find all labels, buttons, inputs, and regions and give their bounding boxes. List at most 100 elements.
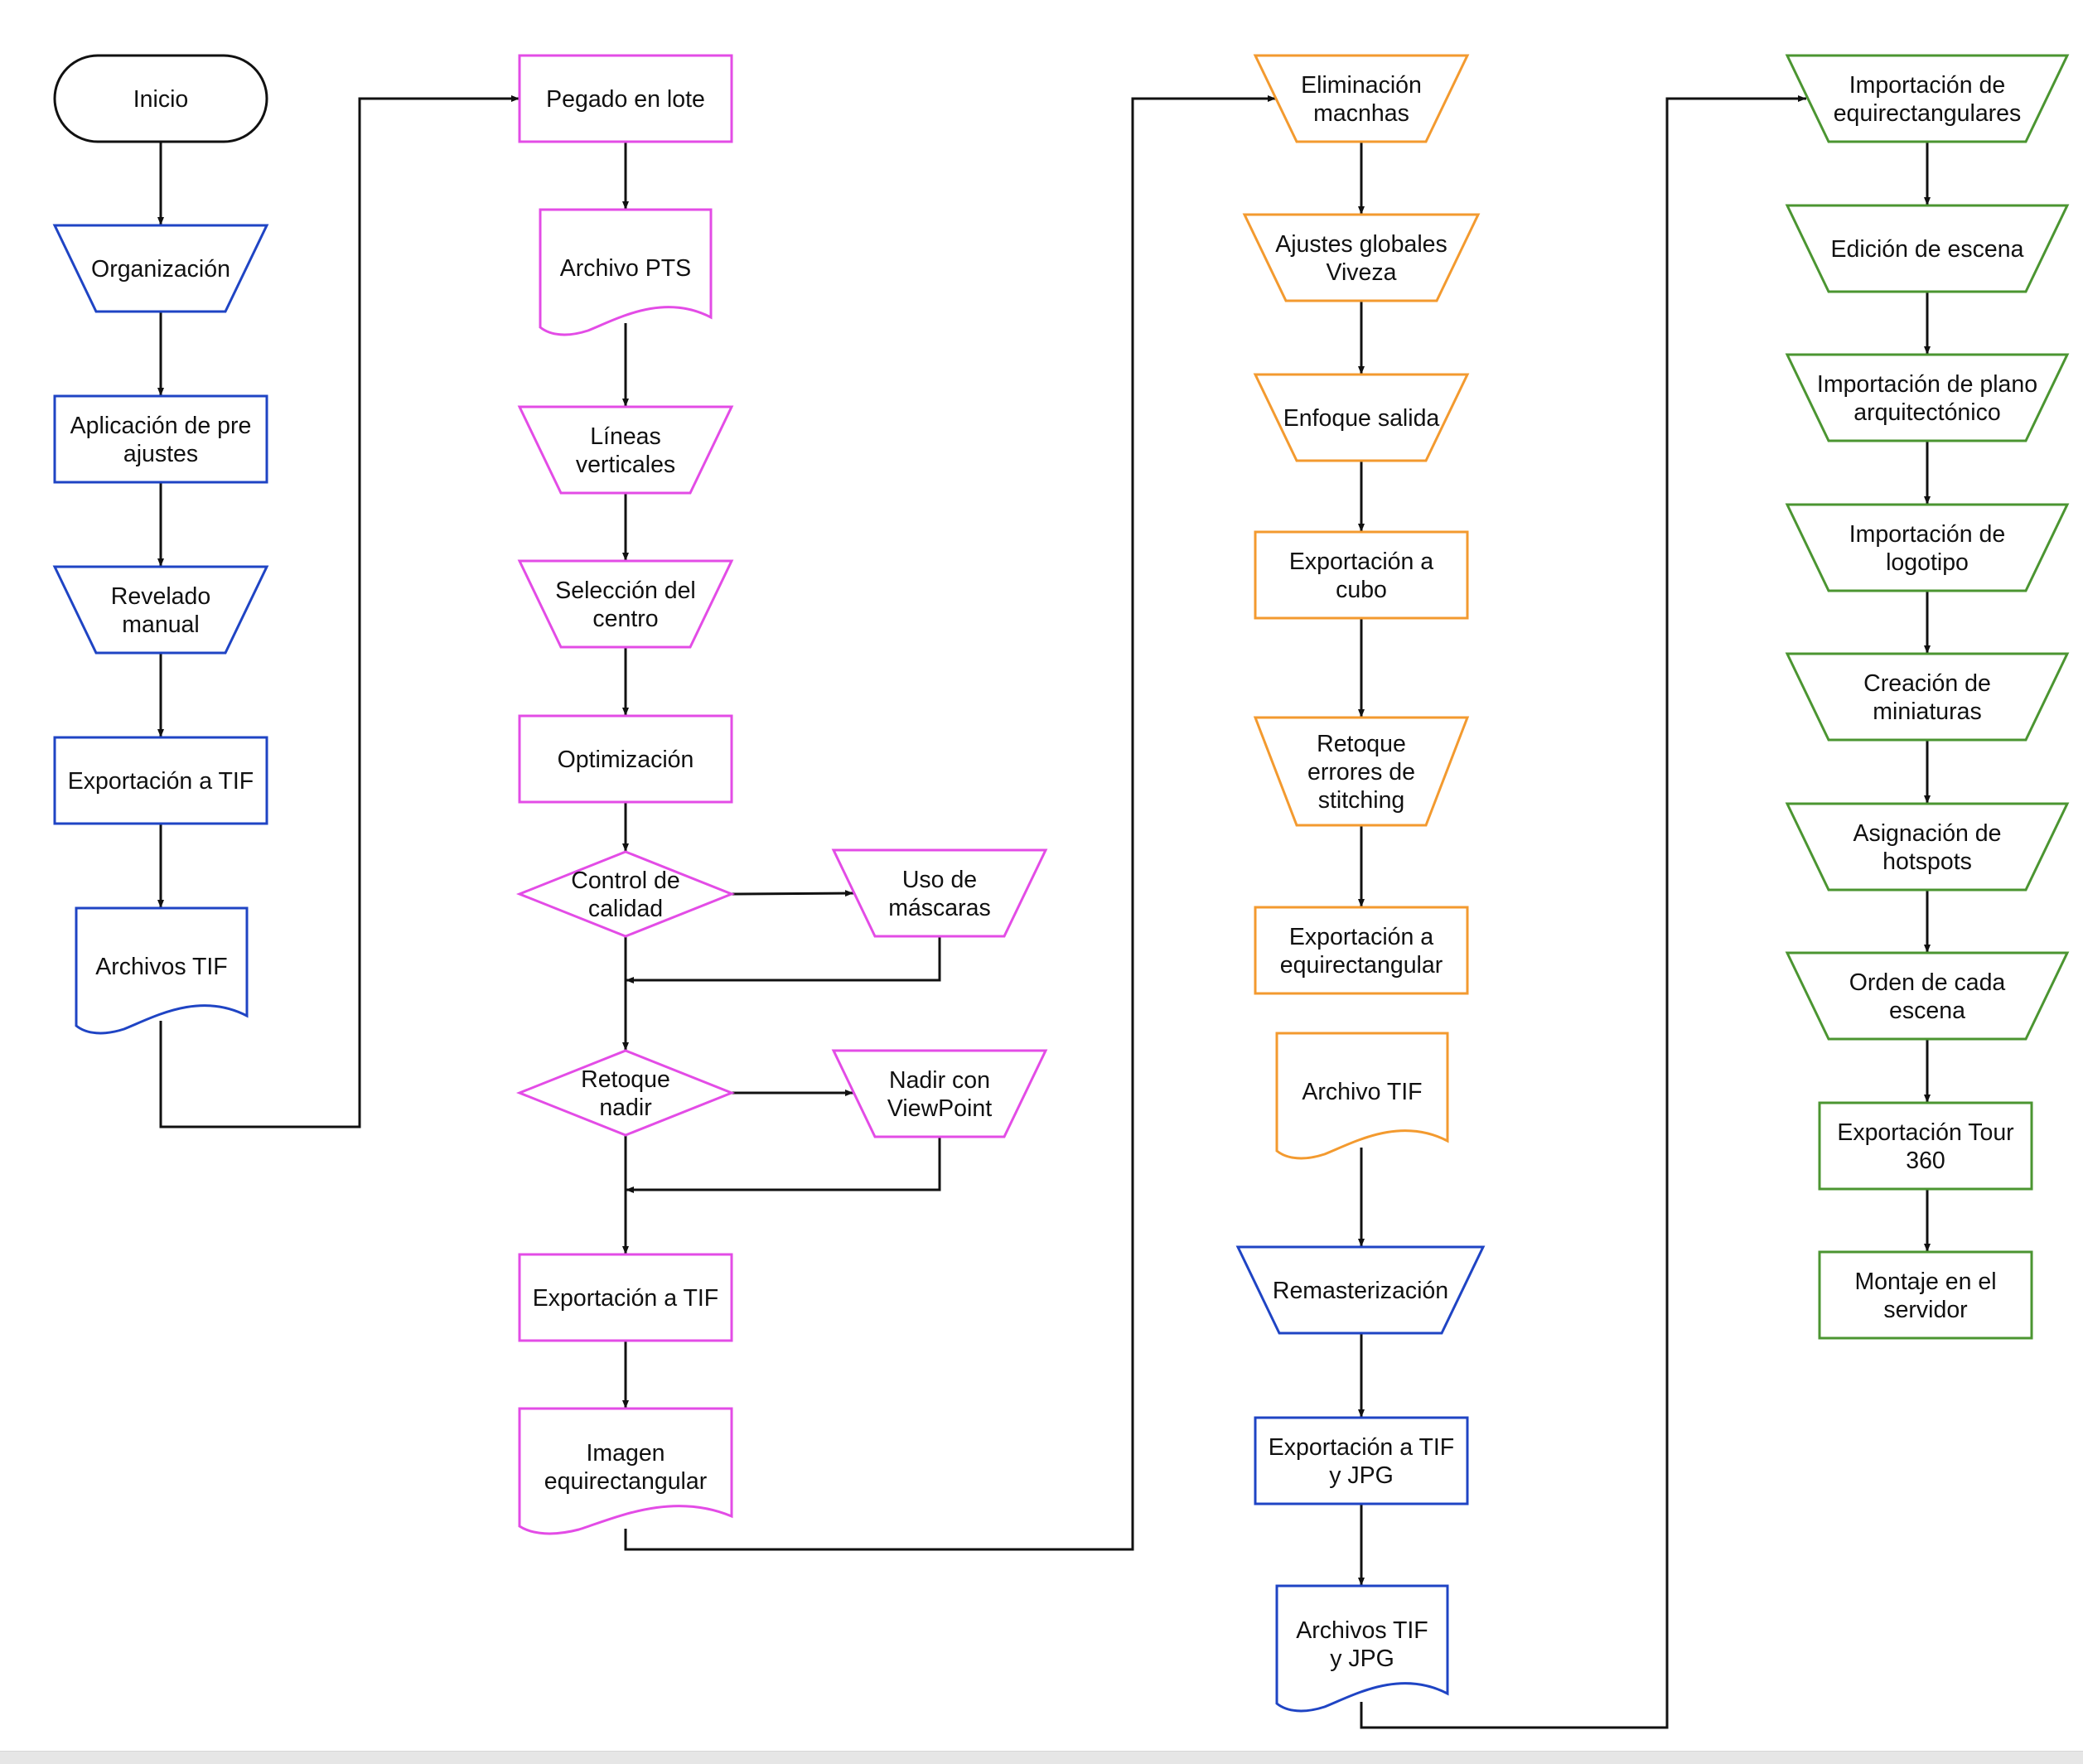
step-exportacion-cubo-shape: [1254, 530, 1469, 620]
doc-archivos-tif-shape: [75, 906, 249, 1035]
step-asignacion-hotspots-shape: [1785, 802, 2070, 892]
edge-viewpoint-return: [626, 1137, 941, 1193]
step-uso-mascaras-label: máscaras: [888, 895, 991, 921]
step-optimizacion[interactable]: Optimización: [518, 714, 733, 804]
doc-archivo-tif[interactable]: Archivo TIF: [1275, 1032, 1449, 1160]
doc-archivos-tif-label: Archivos TIF: [95, 954, 227, 980]
step-importacion-plano-label: arquitectónico: [1853, 399, 2000, 426]
step-optimizacion-label: Optimización: [558, 747, 694, 773]
step-exportacion-tour-360-label: Exportación Tour: [1837, 1119, 2014, 1146]
decision-control-calidad-label: calidad: [588, 896, 663, 922]
doc-archivo-tif-label: Archivo TIF: [1302, 1079, 1422, 1105]
step-enfoque-salida-label: Enfoque salida: [1283, 405, 1440, 432]
step-exportacion-tif-1-shape: [53, 736, 268, 825]
step-importacion-equirectangulares-label: Importación de: [1849, 72, 2006, 99]
step-aplicacion-preajustes-label: ajustes: [123, 441, 198, 467]
step-edicion-escena-label: Edición de escena: [1831, 236, 2024, 263]
step-orden-escena-label: Orden de cada: [1849, 969, 2006, 996]
decision-control-calidad-label: Control de: [571, 868, 680, 894]
doc-imagen-equirectangular-label: Imagen: [586, 1440, 665, 1467]
step-exportacion-tif-1[interactable]: Exportación a TIF: [53, 736, 268, 825]
step-ajustes-globales-shape: [1242, 213, 1481, 302]
doc-archivo-pts-label: Archivo PTS: [560, 255, 691, 282]
doc-archivos-tif-jpg-label: y JPG: [1330, 1646, 1394, 1672]
bottom-scrollbar-track[interactable]: [0, 1751, 2083, 1764]
step-edicion-escena[interactable]: Edición de escena: [1785, 204, 2070, 293]
step-exportacion-tif-2[interactable]: Exportación a TIF: [518, 1253, 733, 1342]
step-exportacion-tif-jpg-label: Exportación a TIF: [1269, 1434, 1454, 1461]
edge-archivos-importacion: [1360, 95, 1806, 1729]
step-importacion-logotipo-shape: [1785, 503, 2070, 592]
step-edicion-escena-shape: [1785, 204, 2070, 293]
step-exportacion-tif-1-label: Exportación a TIF: [68, 768, 254, 795]
step-exportacion-equirectangular-label: equirectangular: [1280, 952, 1443, 979]
step-remasterizacion[interactable]: Remasterización: [1235, 1245, 1486, 1335]
step-optimizacion-shape: [518, 714, 733, 804]
step-revelado-manual-label: manual: [122, 611, 199, 638]
start-node-inicio-shape: [53, 54, 268, 143]
step-asignacion-hotspots-label: Asignación de: [1853, 820, 2001, 847]
step-organizacion[interactable]: Organización: [52, 224, 269, 313]
step-eliminacion-manchas-label: macnhas: [1313, 100, 1409, 127]
step-exportacion-equirectangular-label: Exportación a: [1289, 924, 1433, 950]
step-revelado-manual-label: Revelado: [111, 583, 210, 610]
doc-archivo-tif-shape: [1275, 1032, 1449, 1160]
start-node-inicio[interactable]: Inicio: [53, 54, 268, 143]
step-importacion-logotipo-label: Importación de: [1849, 521, 2006, 548]
step-pegado-en-lote[interactable]: Pegado en lote: [518, 54, 733, 143]
step-exportacion-cubo-label: cubo: [1336, 577, 1387, 603]
step-exportacion-tif-jpg-label: y JPG: [1329, 1462, 1394, 1489]
doc-archivos-tif-jpg-label: Archivos TIF: [1296, 1617, 1428, 1644]
step-remasterizacion-shape: [1235, 1245, 1486, 1335]
step-enfoque-salida[interactable]: Enfoque salida: [1253, 373, 1470, 462]
step-montaje-servidor-label: servidor: [1883, 1297, 1968, 1323]
step-importacion-plano-shape: [1785, 353, 2070, 442]
step-retoque-stitching-label: stitching: [1318, 787, 1405, 814]
step-importacion-logotipo-label: logotipo: [1886, 549, 1969, 576]
step-orden-escena-shape: [1785, 951, 2070, 1041]
step-eliminacion-manchas-shape: [1253, 54, 1470, 143]
step-nadir-viewpoint-label: Nadir con: [889, 1067, 990, 1094]
step-orden-escena-label: escena: [1889, 998, 1965, 1024]
step-uso-mascaras-label: Uso de: [902, 867, 977, 893]
step-montaje-servidor-label: Montaje en el: [1854, 1269, 1996, 1295]
doc-archivo-pts-shape: [539, 208, 713, 336]
doc-imagen-equirectangular-shape: [518, 1407, 733, 1535]
step-exportacion-cubo-label: Exportación a: [1289, 549, 1433, 575]
doc-archivo-pts[interactable]: Archivo PTS: [539, 208, 713, 336]
step-retoque-stitching-shape: [1253, 716, 1470, 827]
decision-control-calidad-shape: [515, 850, 736, 938]
step-exportacion-tour-360-label: 360: [1906, 1148, 1945, 1174]
step-nadir-viewpoint-shape: [831, 1049, 1048, 1138]
step-montaje-servidor-shape: [1818, 1250, 2033, 1340]
step-asignacion-hotspots-label: hotspots: [1882, 848, 1972, 875]
doc-archivos-tif[interactable]: Archivos TIF: [75, 906, 249, 1035]
step-organizacion-shape: [52, 224, 269, 313]
edge-archivostif-pegado: [159, 95, 520, 1128]
